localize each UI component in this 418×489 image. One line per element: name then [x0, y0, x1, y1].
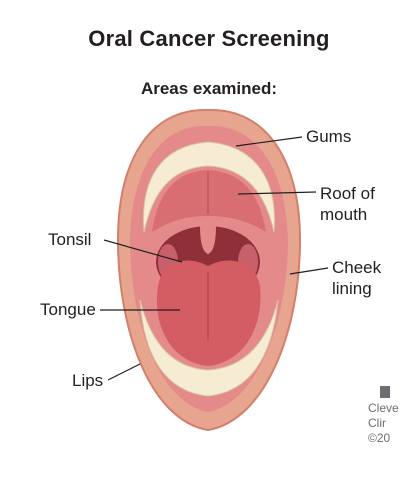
roof-of-mouth-area	[152, 170, 266, 232]
page-title: Oral Cancer Screening	[88, 26, 330, 51]
label-roof-of-mouth: Roof of mouth	[320, 183, 375, 225]
logo-line2: Clir	[368, 416, 386, 430]
leader-tonsil	[103, 239, 183, 263]
label-cheek-line2: lining	[332, 279, 372, 298]
label-tongue: Tongue	[40, 300, 96, 319]
leader-lines	[100, 136, 329, 381]
logo-line3: ©20	[368, 431, 391, 445]
uvula	[200, 226, 216, 254]
label-gums: Gums	[306, 127, 352, 146]
lower-teeth	[139, 299, 279, 397]
label-tonsil: Tonsil	[48, 230, 92, 249]
leader-lips	[107, 363, 141, 381]
leader-gums	[235, 136, 303, 147]
leader-roof	[237, 191, 317, 195]
clinic-logo-icon	[380, 386, 390, 398]
clinic-logo: Cleve Clir ©20	[368, 386, 399, 446]
label-lips: Lips	[72, 371, 104, 390]
logo-line1: Cleve	[368, 401, 399, 415]
subtitle: Areas examined:	[140, 79, 278, 98]
leader-cheek	[289, 267, 329, 275]
label-roof-line1: Roof of	[320, 184, 375, 203]
label-cheek-lining: Cheek lining	[332, 257, 381, 299]
label-roof-line2: mouth	[320, 205, 368, 224]
upper-teeth	[143, 141, 275, 233]
label-cheek-line1: Cheek	[332, 258, 382, 277]
